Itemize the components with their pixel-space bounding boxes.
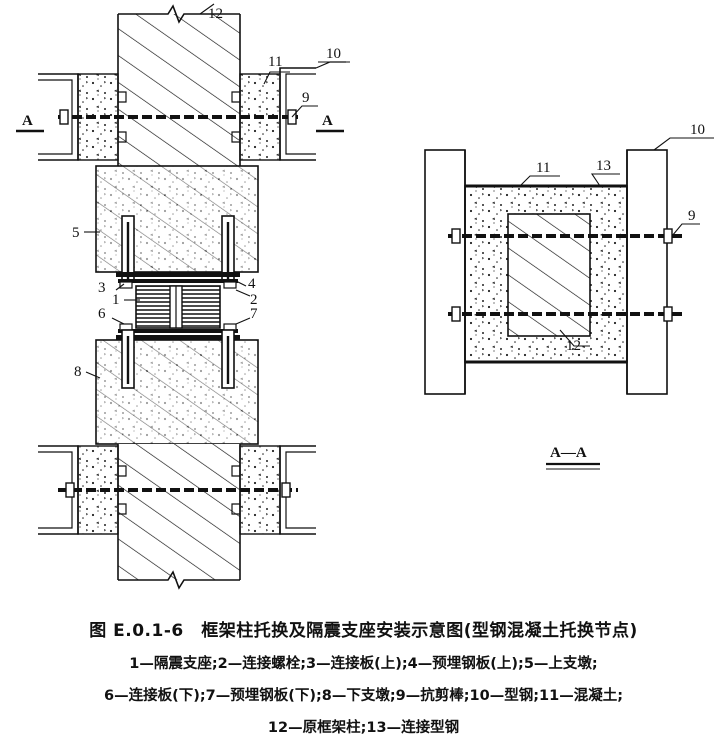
section-callout-10: 10 (690, 122, 705, 138)
section-original-column (507, 213, 591, 337)
callout-6: 6 (98, 306, 106, 322)
embedded-plate-upper (116, 272, 240, 277)
legend-line: 12—原框架柱;13—连接型钢 (267, 720, 460, 736)
callout-7: 7 (250, 306, 258, 322)
lower-break-mark (118, 570, 240, 590)
elevation-view: 12 11 10 9 5 3 4 1 2 6 7 8 A A (16, 3, 350, 590)
original-column-upper (118, 14, 240, 166)
callout-4: 4 (248, 276, 256, 292)
section-label-right: A (322, 113, 333, 129)
callout-12: 12 (208, 6, 223, 22)
callout-10: 10 (326, 46, 341, 62)
concrete-lower-left (77, 445, 119, 535)
legend-line: 1—隔震支座;2—连接螺栓;3—连接板(上);4—预埋钢板(上);5—上支墩; (129, 656, 598, 672)
section-steel-right (626, 149, 668, 395)
connection-plate-upper (118, 279, 238, 283)
section-steel-left (424, 149, 466, 395)
callout-1: 1 (112, 292, 120, 308)
section-view-title: A—A (550, 445, 587, 461)
figure-caption-title: 图 E.0.1-6 框架柱托换及隔震支座安装示意图(型钢混凝土托换节点) (89, 621, 638, 641)
section-callout-12: 12 (566, 338, 581, 354)
diagram-figure: 12 11 10 9 5 3 4 1 2 6 7 8 A A (16, 3, 714, 590)
callout-11: 11 (268, 54, 282, 70)
section-label-left: A (22, 113, 33, 129)
callout-2: 2 (250, 292, 258, 308)
section-callout-11: 11 (536, 160, 550, 176)
callout-5: 5 (72, 225, 80, 241)
elevation-leaders (84, 3, 350, 379)
section-callout-9: 9 (688, 208, 696, 224)
upper-break-mark (118, 4, 240, 24)
connection-plate-lower (118, 329, 238, 333)
legend-line: 6—连接板(下);7—预埋钢板(下);8—下支墩;9—抗剪棒;10—型钢;11—… (103, 688, 623, 704)
section-view-a-a: 10 13 11 9 12 A—A (424, 122, 714, 470)
callout-8: 8 (74, 364, 82, 380)
section-leaders (519, 137, 714, 347)
embedded-plate-lower (116, 335, 240, 340)
original-column-lower (118, 444, 240, 580)
callout-3: 3 (98, 280, 106, 296)
diagram-svg: 12 11 10 9 5 3 4 1 2 6 7 8 A A (16, 3, 714, 590)
callout-9: 9 (302, 90, 310, 106)
concrete-upper-left (77, 73, 119, 161)
section-callout-13: 13 (596, 158, 611, 174)
